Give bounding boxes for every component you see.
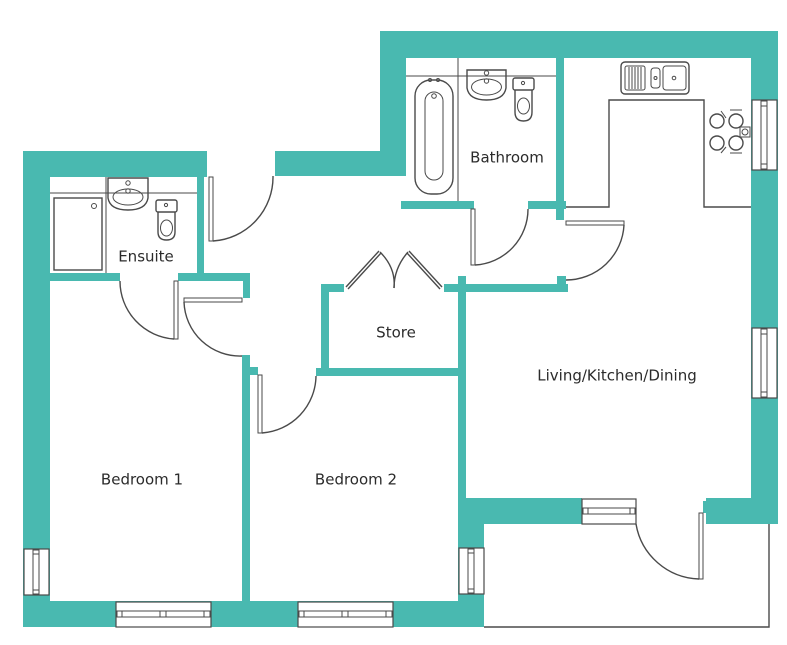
door-bathroom[interactable] [470, 208, 529, 266]
kitchen-sink-icon [620, 61, 690, 95]
doors [119, 175, 704, 580]
door-bedroom1[interactable] [183, 297, 243, 357]
wall-ensuite-bottom-b [178, 273, 250, 281]
wall-store-left [321, 284, 329, 376]
ensuite-fixtures [50, 177, 197, 273]
door-bedroom2[interactable] [257, 374, 317, 434]
door-entrance[interactable] [208, 175, 274, 242]
wall-store-top-right [444, 284, 568, 292]
room-label-bedroom2: Bedroom 2 [315, 471, 397, 489]
wall-bathroom-bottom-a [401, 201, 474, 209]
wall-living-bottom-right [706, 498, 778, 524]
window-living-side [751, 327, 778, 399]
wall-top-bathroom [380, 31, 778, 58]
kitchen-worktop [566, 99, 751, 208]
wall-living-entry-stub [557, 276, 566, 292]
kitchen-fixtures [566, 61, 751, 208]
wall-outer-left [23, 151, 50, 627]
wall-bed1-bed2 [242, 365, 250, 625]
wall-bed1-bed2-upper [242, 355, 250, 373]
shower-tray-icon [53, 197, 103, 271]
walls [23, 31, 778, 627]
wall-store-bottom [316, 368, 466, 376]
door-store[interactable] [345, 250, 443, 290]
room-labels: Ensuite Bathroom Store Living/Kitchen/Di… [101, 149, 697, 489]
window-kitchen-side [751, 99, 778, 171]
bathroom-fixtures [406, 58, 556, 201]
wall-store-top-left [321, 284, 344, 292]
room-label-store: Store [376, 324, 416, 342]
door-living[interactable] [565, 220, 625, 281]
wall-bathroom-bottom-b [528, 201, 566, 209]
window-bedroom2-bottom [297, 601, 394, 628]
windows [23, 99, 778, 628]
balcony-outline [484, 524, 770, 628]
wall-living-left [458, 276, 466, 501]
wall-bathroom-right [556, 58, 564, 220]
wall-ensuite-bottom-a [50, 273, 120, 281]
wall-bed2-door-stub [242, 367, 258, 375]
ensuite-basin-icon [107, 177, 149, 211]
room-label-bathroom: Bathroom [470, 149, 544, 167]
wall-ensuite-right [197, 170, 204, 278]
hob-icon [709, 109, 751, 154]
wall-bottom [23, 601, 484, 627]
bathtub-icon [414, 78, 454, 195]
bathroom-basin-icon [466, 69, 507, 101]
window-bedroom2-side [458, 547, 485, 595]
room-label-ensuite: Ensuite [118, 248, 174, 266]
ensuite-toilet-icon [155, 199, 178, 241]
window-bedroom1-bottom [115, 601, 212, 628]
window-bedroom1-side [23, 548, 50, 596]
room-label-living-kitchen-dining: Living/Kitchen/Dining [537, 367, 697, 385]
bathroom-toilet-icon [512, 77, 535, 122]
wall-living-bottom-stub [703, 501, 709, 513]
room-label-bedroom1: Bedroom 1 [101, 471, 183, 489]
door-balcony[interactable] [635, 512, 704, 580]
window-living-bottom [581, 498, 637, 525]
door-ensuite[interactable] [119, 280, 179, 340]
wall-top-ensuite [23, 151, 207, 177]
wall-ensuite-bottom-stub [243, 273, 250, 298]
